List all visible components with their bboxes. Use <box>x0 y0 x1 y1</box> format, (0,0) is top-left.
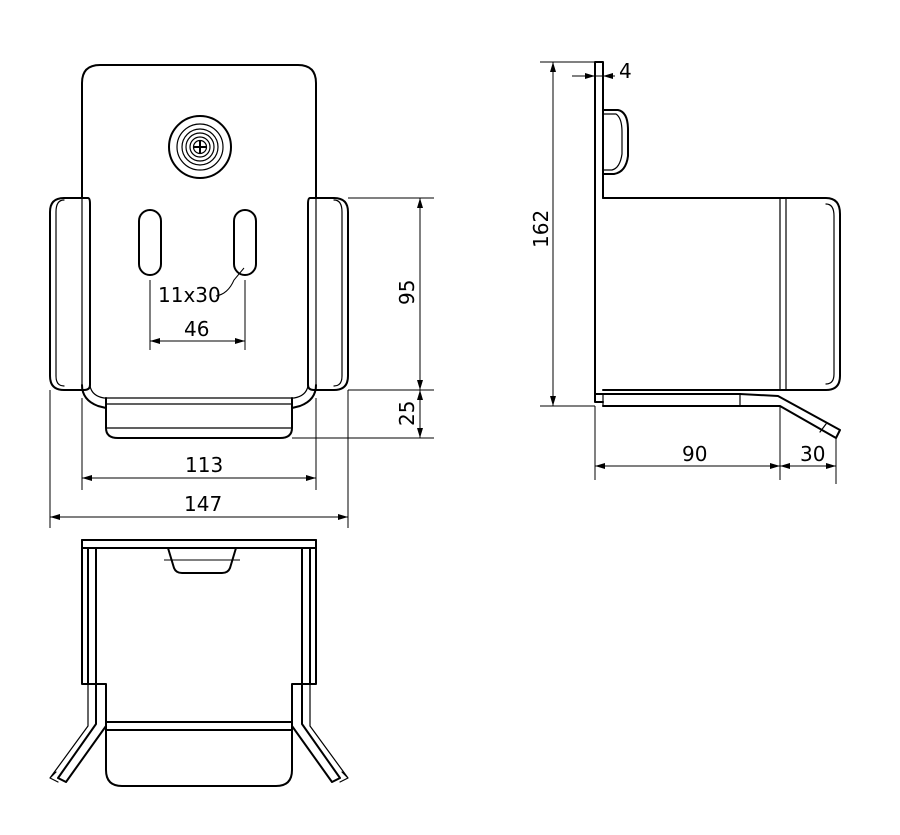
bottom-left-lip-inner <box>49 683 89 783</box>
dim-plate-thickness-line <box>572 62 615 82</box>
dim-inner-width: 113 <box>185 453 223 477</box>
dim-overall-height-line <box>540 61 595 407</box>
left-arm-inner <box>55 199 65 387</box>
tray-inner <box>105 403 293 429</box>
side-arm-inner <box>779 197 835 391</box>
bottom-view <box>49 539 349 787</box>
bottom-right-lip <box>291 683 341 783</box>
bottom-right-lip-inner <box>309 683 349 783</box>
dim-overall-width: 147 <box>184 492 222 516</box>
side-base <box>594 393 841 439</box>
bottom-tray <box>105 721 293 787</box>
bottom-right-wall <box>301 539 317 685</box>
right-arm-inner <box>333 199 343 387</box>
left-arm <box>49 197 91 391</box>
bottom-screw-notch <box>167 547 237 574</box>
dim-depth: 90 <box>682 442 707 466</box>
dim-inner-width-line <box>81 398 317 490</box>
bottom-top-edge <box>81 539 317 549</box>
right-arm <box>307 197 349 391</box>
bottom-left-lip <box>57 683 107 783</box>
tray <box>105 397 293 439</box>
back-plate-outline <box>81 64 317 199</box>
side-view: 4 162 90 30 <box>529 59 841 484</box>
side-back-plate <box>594 61 604 403</box>
dim-overall-width-line <box>49 390 349 528</box>
bottom-left-wall <box>81 539 97 685</box>
right-slot <box>233 209 257 276</box>
front-view: 11x30 46 95 25 <box>49 64 434 528</box>
side-screw-head-inner <box>602 113 623 171</box>
dim-arm-height: 95 <box>395 280 419 305</box>
dim-slot-leader <box>215 267 245 297</box>
screw-icon <box>168 115 232 179</box>
dim-slot-size: 11x30 <box>158 283 221 307</box>
dim-slot-spacing: 46 <box>184 317 209 341</box>
tray-back-fold-inner <box>89 385 309 399</box>
dim-lip-length: 30 <box>800 442 825 466</box>
side-arm <box>602 197 841 391</box>
dim-plate-thickness: 4 <box>619 59 632 83</box>
dim-depth-line <box>594 406 837 484</box>
left-slot <box>138 209 162 276</box>
dim-slot-spacing-line <box>149 280 246 350</box>
tray-back-fold <box>81 384 317 409</box>
back-plate-sides <box>81 197 317 391</box>
side-base-inner <box>602 393 827 433</box>
side-screw-head <box>602 109 629 175</box>
dim-overall-height: 162 <box>529 210 553 248</box>
dim-tray-height: 25 <box>395 401 419 426</box>
